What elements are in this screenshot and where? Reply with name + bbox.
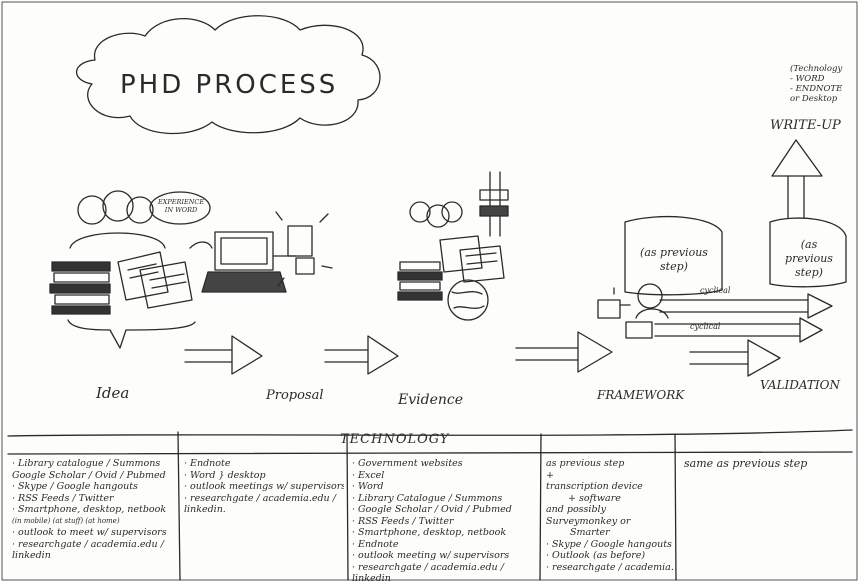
book-stack-icon [49, 261, 111, 315]
tech-item: · Google Scholar / Ovid / Pubmed [352, 504, 512, 515]
evidence-heads-icon [409, 201, 463, 228]
tech-item: · outlook meeting w/ supervisors [352, 550, 510, 561]
evidence-books-icon [397, 261, 443, 301]
stage-label-validation: VALIDATION [760, 378, 840, 392]
page-title: PHD PROCESS [120, 70, 339, 100]
arrow-cyclical-upper [659, 293, 833, 319]
writeup-note-line: - WORD [790, 74, 825, 84]
arrow-proposal-to-evidence [324, 335, 399, 375]
tech-item: · RSS Feeds / Twitter [12, 492, 114, 504]
stage-label-idea: Idea [96, 384, 130, 402]
tech-item: · Endnote [184, 458, 231, 469]
technology-column-framework: as previous step + transcription device … [546, 458, 674, 573]
arrow-idea-to-proposal [184, 335, 263, 375]
evidence-papers-icon [439, 235, 505, 283]
tech-item: linkedin [12, 550, 51, 561]
tech-item: + software [568, 492, 621, 504]
tech-item: · Endnote [352, 538, 399, 550]
writeup-note-line: (Technology [790, 64, 843, 74]
tech-item: · researchgate / academia.edu / [546, 561, 674, 573]
tech-item: linkedin [352, 573, 391, 582]
globe-icon [447, 279, 489, 321]
arrow-framework-to-validation [689, 339, 781, 377]
tech-item: · Excel [352, 469, 385, 481]
tech-item: Google Scholar / Ovid / Pubmed [12, 469, 166, 481]
experience-thought-bubble [149, 191, 211, 225]
papers-icon [117, 251, 193, 309]
tech-item: · Skype / Google hangouts [546, 538, 672, 550]
tech-item: · Smartphone, desktop, netbook [12, 504, 167, 515]
tech-item: Surveymonkey or [546, 515, 631, 527]
technology-column-idea: · Library catalogue / Summons Google Sch… [12, 458, 176, 562]
idea-speech-bubble [67, 319, 196, 349]
tech-item: same as previous step [684, 458, 808, 470]
writeup-technology-note: (Technology - WORD - ENDNOTE or Desktop [790, 64, 842, 104]
title-cloud [75, 15, 381, 135]
arrow-up-to-writeup [771, 139, 823, 219]
tech-item: · Word [352, 481, 384, 492]
arrow-evidence-to-framework [515, 331, 613, 373]
writeup-note-line: or Desktop [790, 94, 838, 104]
tech-item: · researchgate / academia.edu / [12, 538, 164, 550]
cyclical-label: cyclical [700, 286, 731, 295]
technology-column-validation: same as previous step [684, 458, 854, 470]
validation-step-bubble [769, 217, 847, 288]
technology-column-evidence: · Government websites · Excel · Word · L… [352, 458, 538, 582]
writeup-note-line: - ENDNOTE [790, 84, 843, 94]
tech-item: · researchgate / academia.edu / [184, 492, 336, 504]
tech-item: · researchgate / academia.edu / [352, 561, 504, 573]
tech-item: · RSS Feeds / Twitter [352, 515, 454, 527]
stage-label-framework: FRAMEWORK [597, 388, 685, 402]
tech-item: + [546, 469, 554, 481]
tech-item: linkedin. [184, 504, 226, 515]
writeup-label: WRITE-UP [770, 118, 841, 133]
tech-item: · Skype / Google hangouts [12, 481, 138, 492]
tech-item: and possibly [546, 504, 606, 515]
tech-item: (in mobile) (at stuff) (at home) [12, 516, 120, 525]
arrow-cyclical-lower [654, 317, 823, 343]
people-heads-icon [69, 190, 166, 249]
stage-label-proposal: Proposal [266, 388, 324, 403]
tech-item: as previous step [546, 458, 625, 469]
laptop-icon [189, 231, 297, 293]
cyclical-label: cyclical [690, 322, 721, 331]
technology-column-proposal: · Endnote · Word } desktop · outlook mee… [184, 458, 344, 516]
tech-item: · outlook to meet w/ supervisors [12, 527, 167, 538]
tech-item: Smarter [570, 527, 610, 538]
interview-person-icon [597, 283, 669, 339]
validation-bubble-text: (as previous step) [785, 238, 833, 279]
tech-item: · outlook meetings w/ supervisors [184, 481, 344, 492]
question-notes-icon [275, 211, 333, 287]
tech-item: · Government websites [352, 458, 463, 469]
technology-title: TECHNOLOGY [340, 432, 450, 447]
framework-bubble-text: (as previous step) [640, 246, 708, 273]
tech-item: · Word } desktop [184, 469, 266, 481]
technology-table-grid [7, 429, 853, 581]
stage-label-evidence: Evidence [398, 392, 463, 408]
tech-item: · Outlook (as before) [546, 550, 646, 561]
tech-item: transcription device [546, 481, 643, 492]
framework-step-bubble [624, 215, 723, 296]
tech-item: · Library Catalogue / Summons [352, 492, 503, 504]
tech-item: · Library catalogue / Summons [12, 458, 161, 469]
tech-item: · Smartphone, desktop, netbook [352, 527, 507, 538]
experience-bubble-text: EXPERIENCE IN WORD [158, 198, 205, 214]
devices-tower-icon [479, 171, 509, 237]
